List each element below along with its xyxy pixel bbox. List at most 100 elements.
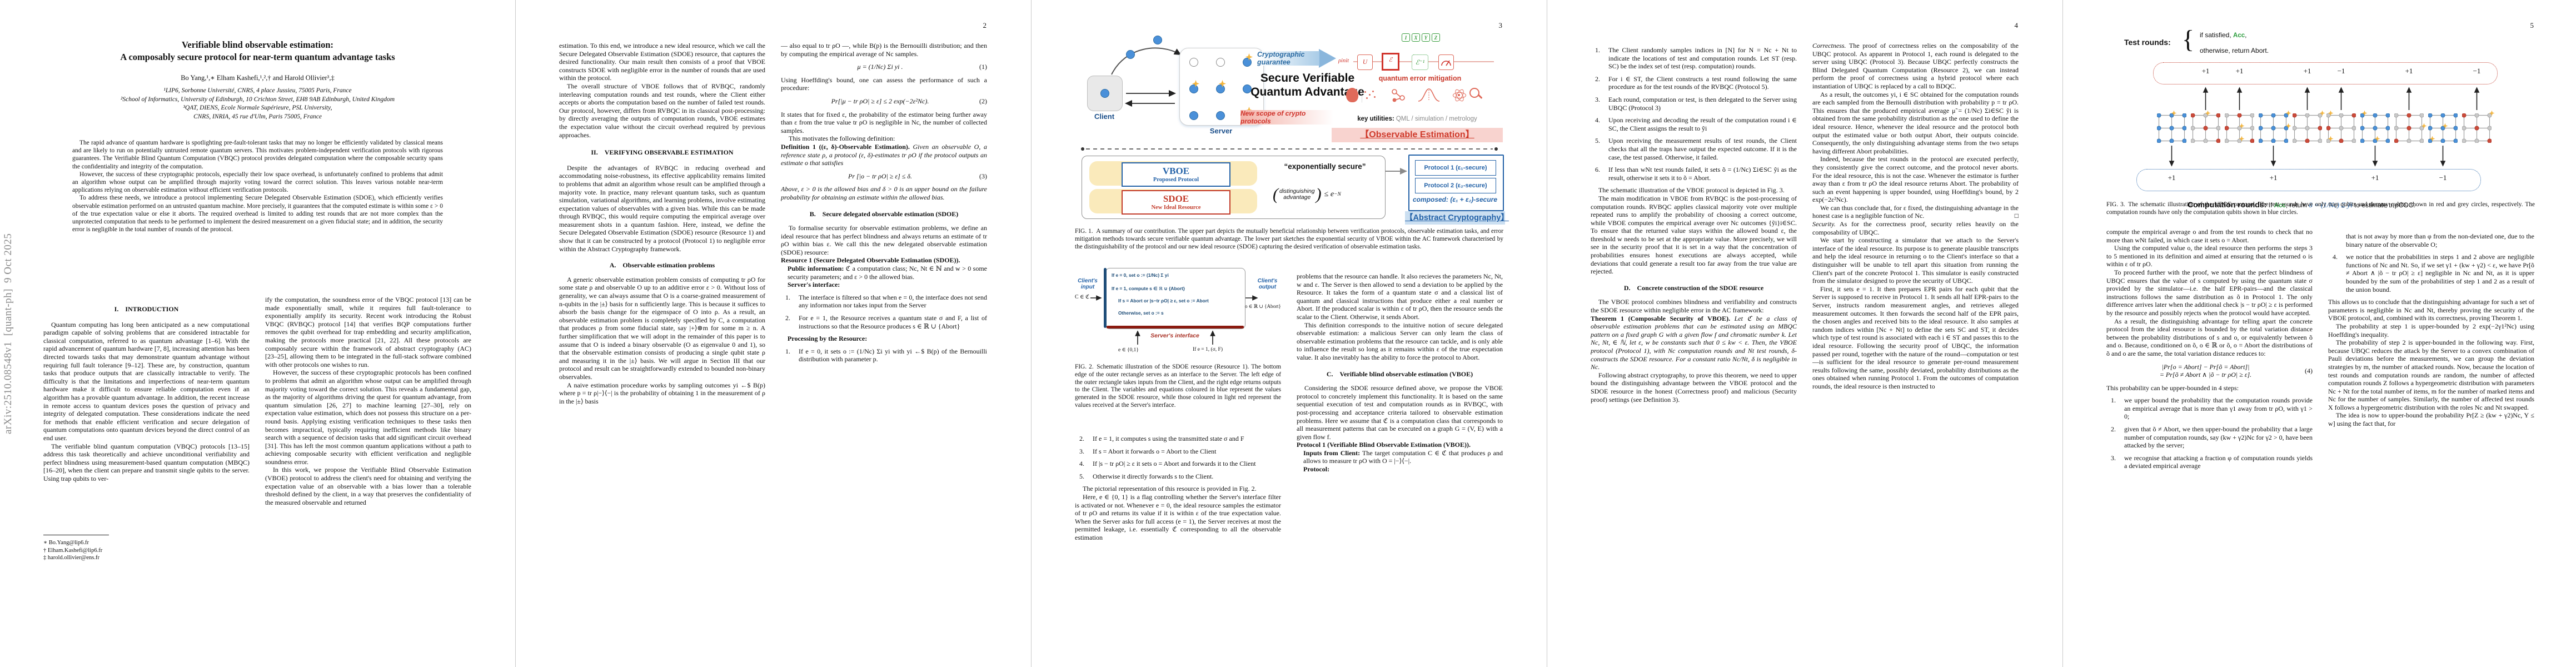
resource-rule-1: If e = 0, set o := (1/Nc) Σ yi [1112,272,1169,278]
page-number: 3 [1498,21,1503,29]
pauli-boxes: I X Y Z [1402,33,1440,42]
equation: μ = (1/Nc) Σi yi .(1) [781,63,987,71]
list-item: 1.we upper bound the probability that th… [2111,396,2313,421]
paragraph-text: The verifiable blind quantum computation… [43,442,250,482]
paragraph: However, the success of these cryptograp… [265,369,471,466]
footnote-email: † Elham.Kashefi@lip6.fr [43,547,103,554]
trap-star-icon [2319,110,2325,116]
paragraph-text: As a result, the distinguishing advantag… [2106,317,2313,357]
distribution-curve-icon [1418,88,1440,102]
paragraph: The rapid advance of quantum hardware is… [72,139,443,171]
paragraph-lead: Processing by the Resource: [788,335,868,343]
paragraph: Using the computed value o, the ideal re… [2106,244,2313,268]
paragraph-text: problems that the resource can handle. I… [1297,272,1503,321]
equation: Pr[|μ − tr ρO| ≥ ε] ≤ 2 exp(−2ε²Nc).(2) [781,97,987,106]
paragraph-text: As for the correctness proof, security r… [1812,220,2019,236]
acc-label: Acc [2274,202,2286,209]
page4-column-left: 1.The Client randomly samples indices in… [1591,42,1797,603]
paragraph-text: However, the success of these cryptograp… [265,369,471,466]
list-item: 6.If less than wNt test rounds failed, i… [1595,166,1797,182]
paragraph: To address these needs, we introduce a p… [72,194,443,233]
test-outcome-value: −1 [2473,67,2481,75]
list-item-number: 3. [1595,95,1600,103]
paragraph: Theorem 1 (Composable Security of VBOE).… [1591,315,1797,371]
sdoe-title: SDOE [1163,193,1189,204]
page5-column-right: that is not away by more than φ from the… [2328,228,2534,606]
paragraph-text: Following abstract cryptography, to prov… [1591,371,1797,404]
paragraph-text: Using Hoeffding's bound, one can assess … [781,76,987,92]
paragraph: The probability at step 1 is upper-bound… [2328,322,2534,339]
paragraph: The overall structure of VBOE follows th… [559,82,765,139]
affiliation: CNRS, INRIA, 45 rue d'Ulm, Paris 75005, … [193,113,322,120]
composed-label: composed: (ε₁ + ε₂)-secure [1413,196,1497,203]
paragraph-text: However, the success of these cryptograp… [72,171,443,194]
list-item-text: that is not away by more than φ from the… [2346,232,2534,248]
equation-number: (3) [979,172,987,180]
noise-starburst-inner [1383,54,1398,69]
equation: Pr [|o − tr ρO| ≥ ε] ≤ δ.(3) [781,172,987,181]
paragraph-text: Despite the advantages of RVBQC in reduc… [559,163,765,253]
trap-star-icon [2205,110,2211,116]
protocol-2-box: Protocol 2 (ε₂-secure) [1415,178,1496,193]
list-item-text: For e = 1, the Resource receives a quant… [799,314,987,330]
list-item-number: 6. [1595,166,1600,174]
paragraph: To formalise security for observable est… [781,224,987,256]
list-item-number: 4. [1595,116,1600,125]
paragraph-lead: (Secure Delegated Observable Estimation … [812,256,960,265]
paragraph-lead: Inputs from Client: [1303,449,1361,457]
paragraph: As a result, the distinguishing advantag… [2106,317,2313,358]
paragraph-text: To address these needs, we introduce a p… [72,195,443,233]
footnote-email: ∗ Bo.Yang@lip6.fr [43,540,89,546]
paragraph: Resource 1 (Secure Delegated Observable … [781,256,987,265]
vboe-title: VBOE [1162,165,1190,176]
abstract: The rapid advance of quantum hardware is… [72,139,443,233]
paragraph: Despite the advantages of RVBQC in reduc… [559,164,765,253]
test-condition-acc: if satisfied, Acc, [2200,31,2247,39]
list-item-text: Upon receiving and decoding the result o… [1608,116,1797,132]
acc-label: Acc [2233,32,2245,39]
test-outcomes-box [2153,62,2498,84]
computation-rounds-label: Computation rounds: [2188,200,2267,209]
list-item: 5.Otherwise it directly forwards s to th… [1079,472,1281,481]
paragraph-text: Above, ε > 0 is the allowed bias and δ >… [781,185,987,201]
list-item: 2.For e = 1, the Resource receives a qua… [785,314,987,330]
section-heading: II. VERIFYING OBSERVABLE ESTIMATION [591,148,734,157]
headline: Secure Verifiable Quantum Advantage [1231,71,1384,99]
paragraph-text: Indeed, because the test rounds in the p… [1812,155,2019,204]
list-item: 3.Each round, computation or test, is th… [1595,96,1797,112]
figure-3-vboe-protocol: Test rounds: { if satisfied, Acc, otherw… [2104,26,2538,209]
list-item-number: 1. [785,347,790,355]
paragraph-text: ify the computation, the soundness error… [265,296,471,369]
estimator-formula: õ = (1/Nc) Σ ỹi [2309,201,2353,209]
page2-column-right: — also equal to tr ρO —, while B(p) is t… [781,42,987,603]
list-item-text: The Client randomly samples indices in [… [1608,46,1797,71]
paragraph-lead: Protocol: [1303,465,1330,474]
list-item: 5.Upon receiving the measurement results… [1595,137,1797,161]
trap-star-icon [2489,110,2495,116]
paragraph-text: The probability of step 2 is upper-bound… [2328,339,2534,411]
test-outcome-value: +1 [2235,67,2244,75]
bound-exponent: −N [1334,192,1341,197]
paragraph-lead: Server's interface: [788,281,840,289]
paragraph: estimation. To this end, we introduce a … [559,42,765,82]
list-item-text: If e = 1, it computes s using the transm… [1093,435,1244,442]
list-item: 2.If e = 1, it computes s using the tran… [1079,435,1281,443]
list-item: 4. Upon receiving and decoding the result… [1595,116,1797,132]
page-2: 2 estimation. To this end, we introduce … [515,0,1031,667]
list-item: 1.The interface is filtered so that when… [785,293,987,310]
paragraph: Correctness. The proof of correctness re… [1812,42,2019,91]
paragraph-text: A naive estimation procedure works by sa… [559,381,765,405]
paragraph-text: We can thus conclude that, for ε fixed, … [1812,203,2019,220]
paragraph: This definition corresponds to the intui… [1297,321,1503,362]
pauli-y: Y [1422,33,1430,42]
paragraph-lead: Resource 1 [781,256,813,265]
key-utilities-label: key utilities: [1357,116,1394,122]
paragraph-text: The proof of correctness relies on the c… [1812,42,2019,90]
paragraph-text: The probability at step 1 is upper-bound… [2328,322,2534,339]
paragraph-text: As a result, the outcomes yi, i ∈ SC obt… [1812,90,2019,155]
bound-leq: ≤ e [1324,190,1334,198]
